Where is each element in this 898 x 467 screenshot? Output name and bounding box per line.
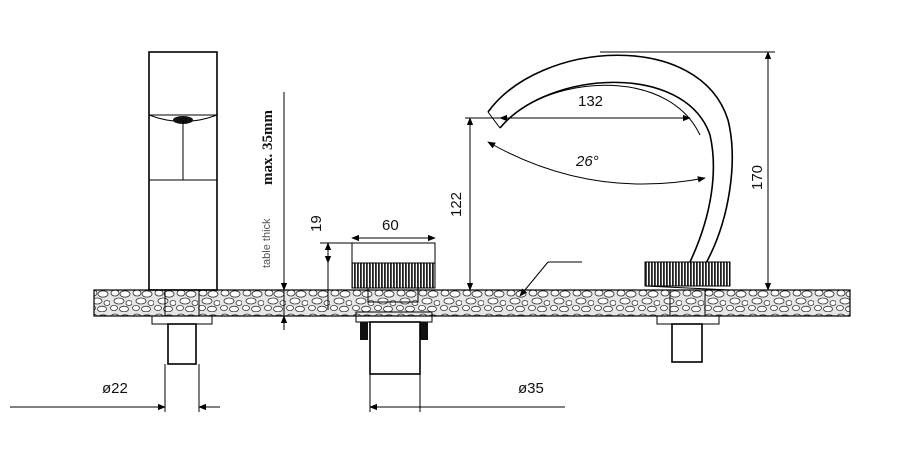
dim-handle-height: 19 [308,215,325,232]
max-thickness-label: max. 35mm [260,110,276,185]
dim-total-height: 170 [749,165,766,190]
dim-spout-height: 122 [448,192,465,217]
table-thick-label: table thick [261,218,273,268]
dim-diameter-left: ø22 [102,380,128,397]
countertop [93,289,851,317]
dim-diameter-center: ø35 [518,380,544,397]
center-valve-unit [351,242,436,375]
dim-spout-reach: 132 [578,93,603,110]
left-handle-unit [148,51,218,365]
spout-unit [487,54,733,363]
dim-handle-width: 60 [382,217,399,234]
dimension-lines [10,51,775,412]
dim-spout-angle: 26° [575,153,599,170]
